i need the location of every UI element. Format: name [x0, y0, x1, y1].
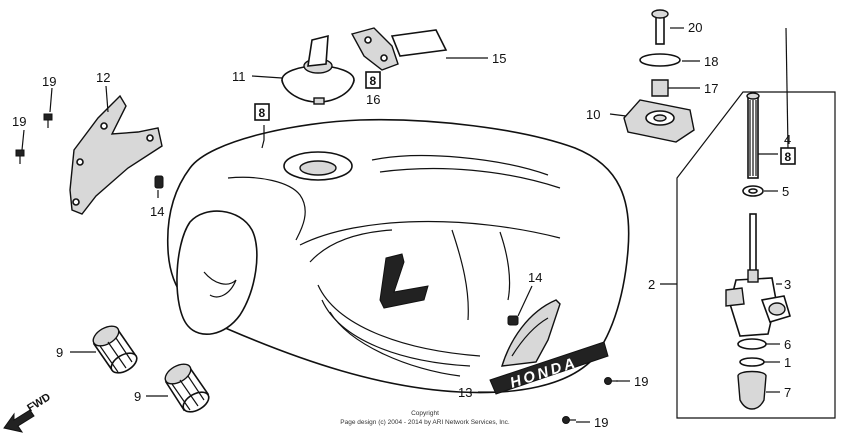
callout-19-c: 19	[634, 374, 648, 389]
cup-o-ring	[739, 357, 765, 367]
fuel-tank	[166, 118, 630, 394]
fwd-label: FWD	[25, 391, 53, 414]
fuel-cock-body	[725, 269, 791, 337]
grommet-left	[154, 175, 164, 189]
assembly-box	[676, 91, 836, 419]
valve-tube	[749, 213, 757, 279]
grommet-right	[507, 315, 519, 326]
copyright-line-2: Page design (c) 2004 - 2014 by ARI Netwo…	[340, 419, 510, 426]
gasket	[737, 338, 767, 350]
callout-20: 20	[688, 20, 702, 35]
callout-16: 16	[366, 92, 380, 107]
tank-side-plate	[69, 94, 163, 215]
callout-2: 2	[648, 277, 655, 292]
callout-4: 4	[784, 132, 791, 147]
callout-14-a: 14	[150, 204, 164, 219]
callout-9-b: 9	[134, 389, 141, 404]
fuel-strainer	[746, 92, 760, 179]
callout-11: 11	[232, 69, 246, 84]
callout-14-b: 14	[528, 270, 542, 285]
fuel-valve-base	[623, 99, 695, 143]
callout-3: 3	[784, 277, 791, 292]
svg-text:8: 8	[259, 106, 266, 120]
screws-lower	[562, 377, 618, 424]
callout-numbers: 11 15 16 10 20 18 17 4 5 2 3 6 1 7 12 19…	[12, 20, 791, 430]
valve-stack	[639, 9, 681, 97]
rubber-mount-upper	[92, 325, 138, 374]
callout-19-a: 19	[42, 74, 56, 89]
callout-7: 7	[784, 385, 791, 400]
ref-box-strainer: 8	[780, 147, 796, 165]
warning-decal	[390, 29, 448, 57]
rubber-mount-lower	[164, 363, 210, 413]
callout-13: 13	[458, 385, 472, 400]
callout-17: 17	[704, 81, 718, 96]
callout-18: 18	[704, 54, 718, 69]
callout-1: 1	[784, 355, 791, 370]
callout-12: 12	[96, 70, 110, 85]
forward-direction-indicator: FWD	[3, 391, 53, 433]
callout-19-d: 19	[594, 415, 608, 430]
callout-19-b: 19	[12, 114, 26, 129]
callout-6: 6	[784, 337, 791, 352]
callout-9-a: 9	[56, 345, 63, 360]
ref-box-cap: 8	[365, 71, 381, 89]
cap-hinge-plate	[350, 27, 399, 71]
callout-5: 5	[782, 184, 789, 199]
callout-10: 10	[586, 107, 600, 122]
svg-text:8: 8	[370, 74, 377, 88]
fwd-arrow-icon	[3, 409, 35, 433]
svg-text:8: 8	[785, 150, 792, 164]
copyright-line-1: Copyright	[411, 410, 439, 417]
sediment-cup	[737, 370, 767, 410]
screws-upper-left	[15, 113, 53, 164]
callout-15: 15	[492, 51, 506, 66]
fuel-cap	[281, 34, 355, 105]
ref-box-tank: 8	[254, 103, 270, 121]
